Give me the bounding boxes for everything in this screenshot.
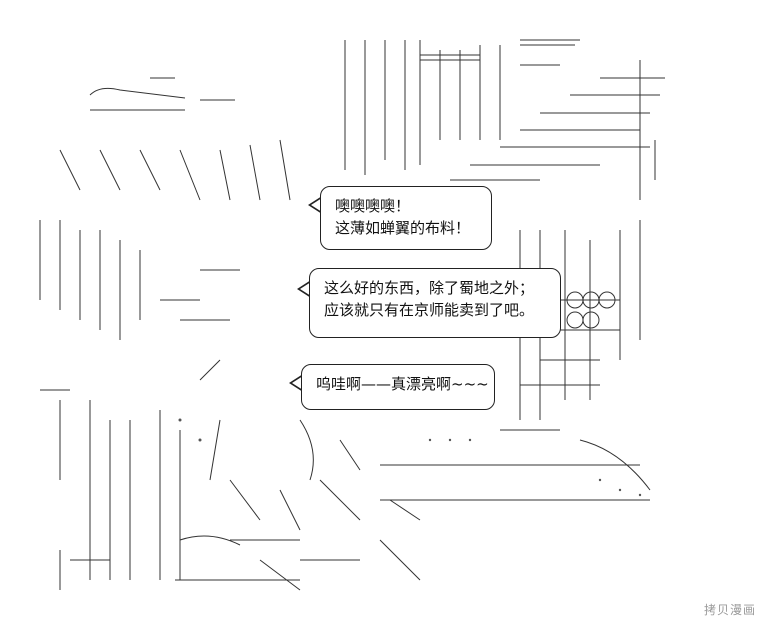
bubble-3-line-1: 呜哇啊——真漂亮啊~~~ xyxy=(316,375,489,393)
bubble-2-line-2: 应该就只有在京师能卖到了吧。 xyxy=(324,301,535,319)
bubble-tail xyxy=(308,196,322,214)
bubble-tail xyxy=(289,374,303,392)
watermark: 拷贝漫画 xyxy=(703,603,756,617)
bubble-1-line-2: 这薄如蝉翼的布料！ xyxy=(335,219,471,237)
speech-bubble-3: 呜哇啊——真漂亮啊~~~ xyxy=(301,364,495,410)
bubble-tail xyxy=(297,280,311,298)
speech-bubble-2: 这么好的东西，除了蜀地之外； 应该就只有在京师能卖到了吧。 xyxy=(309,268,561,338)
speech-bubble-1: 噢噢噢噢！ 这薄如蝉翼的布料！ xyxy=(320,186,492,250)
bubble-2-line-1: 这么好的东西，除了蜀地之外； xyxy=(324,279,535,297)
bubble-1-line-1: 噢噢噢噢！ xyxy=(335,197,411,215)
